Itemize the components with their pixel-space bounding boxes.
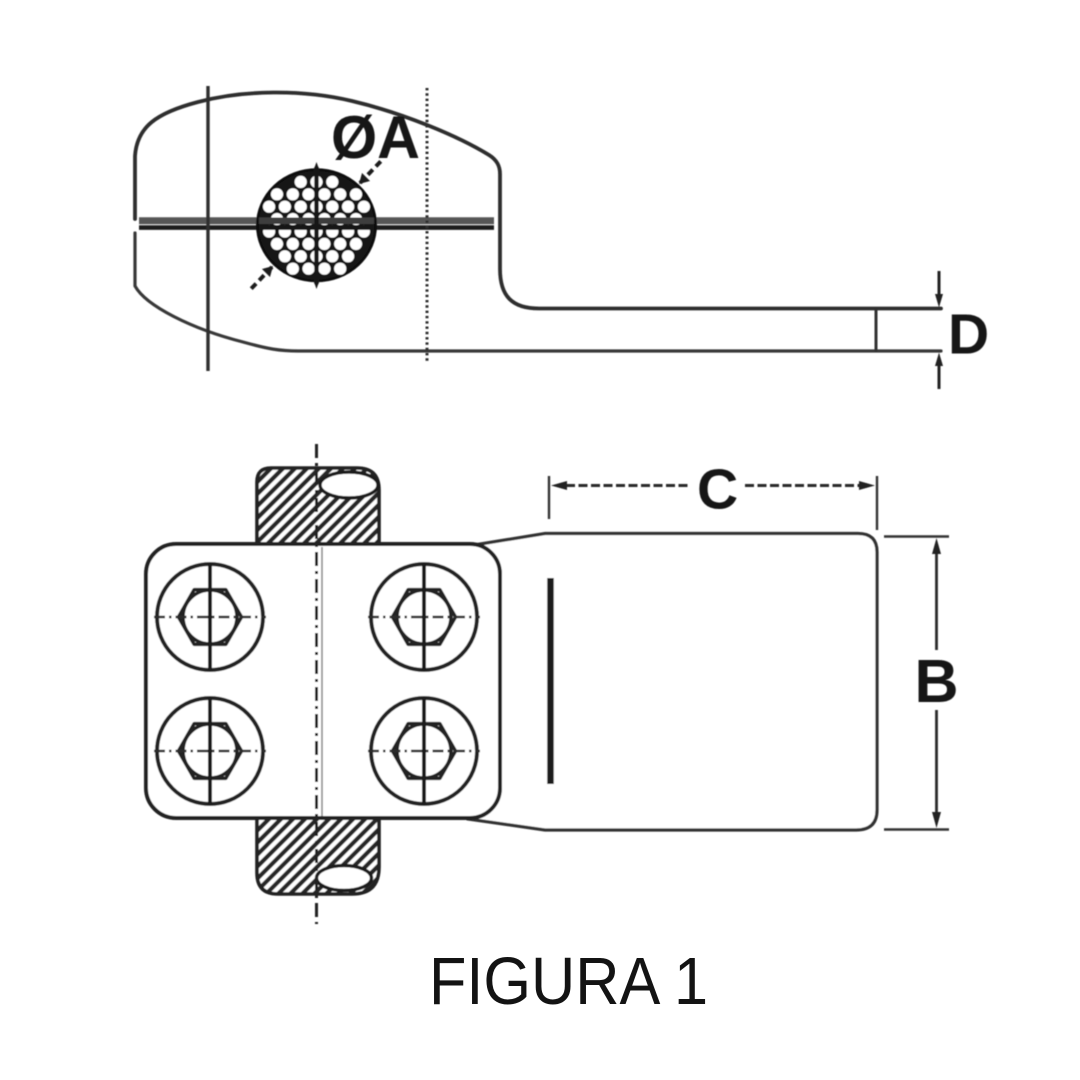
svg-text:D: D [948, 303, 989, 367]
svg-text:ØA: ØA [331, 104, 420, 171]
svg-text:FIGURA 1: FIGURA 1 [429, 944, 708, 1019]
svg-text:B: B [915, 647, 959, 715]
svg-text:C: C [697, 458, 738, 522]
